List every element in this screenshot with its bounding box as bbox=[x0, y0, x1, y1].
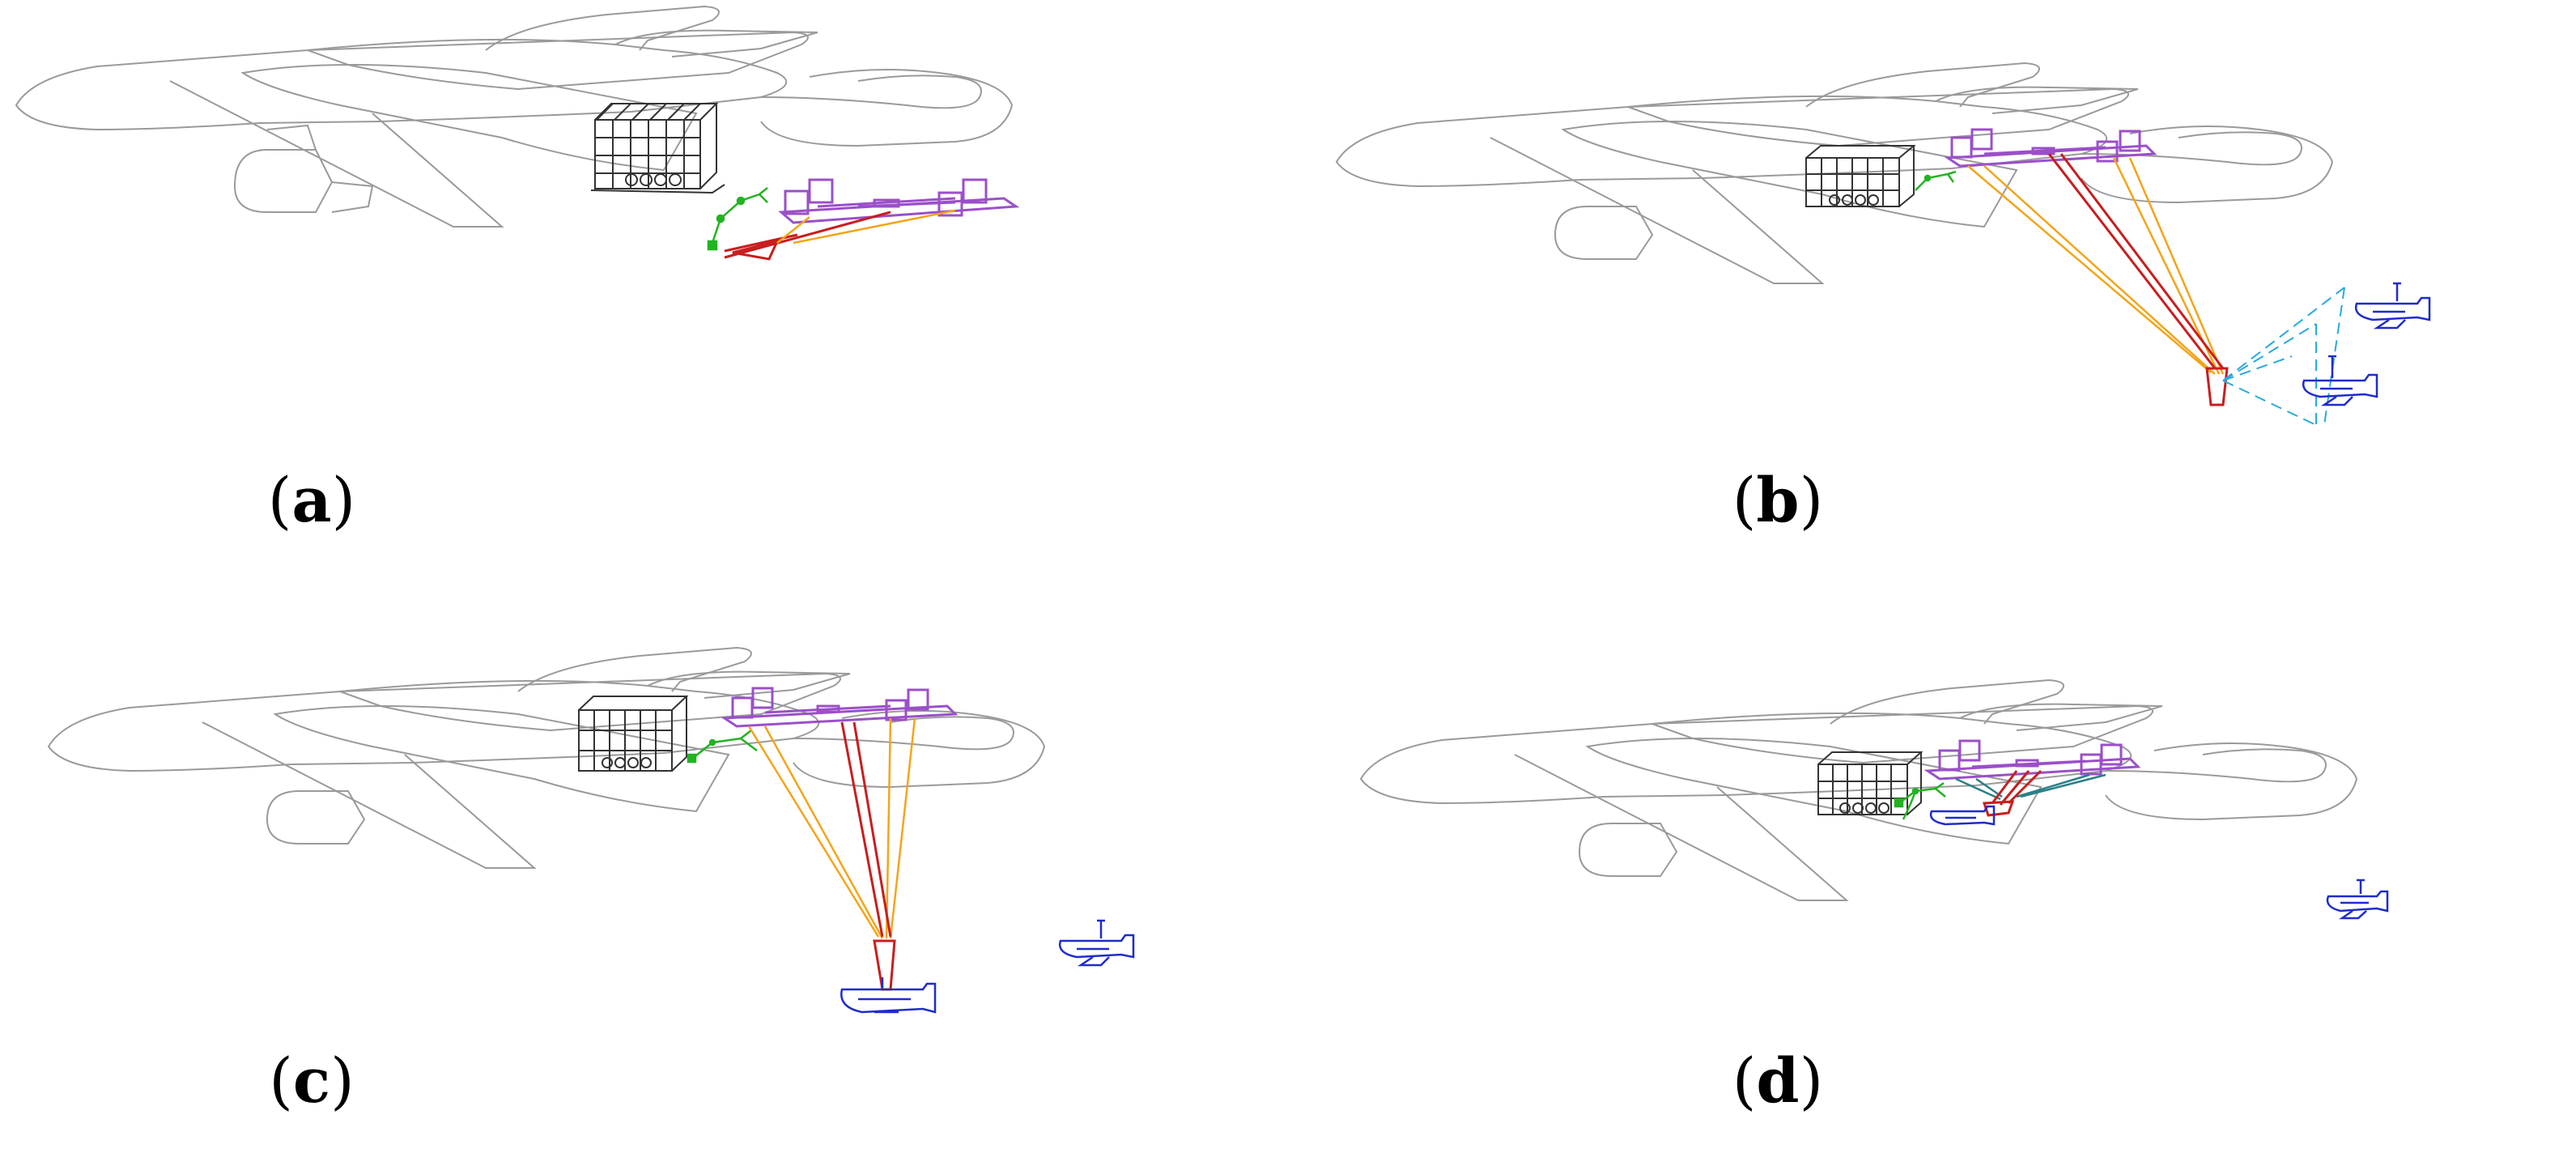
diagram-panel-a bbox=[15, 5, 1020, 261]
uav-docked bbox=[1929, 805, 1996, 826]
extended-boom bbox=[2047, 153, 2229, 406]
rail-platform bbox=[1923, 739, 2141, 781]
panel-c: (c) bbox=[0, 585, 1288, 1169]
uav-target bbox=[2326, 879, 2389, 920]
teal-cables bbox=[1955, 773, 2106, 801]
panel-label: (d) bbox=[1732, 1044, 1824, 1117]
rail-platform bbox=[778, 178, 1020, 224]
robot-arm bbox=[707, 187, 768, 251]
retracted-boom bbox=[1982, 769, 2043, 817]
panel-a: (a) bbox=[0, 0, 1288, 585]
panel-label: (c) bbox=[269, 1044, 355, 1117]
cargo-rack bbox=[578, 696, 689, 772]
rail-platform bbox=[1944, 128, 2157, 168]
uav-target bbox=[1058, 919, 1135, 967]
rail-platform bbox=[721, 687, 959, 728]
panel-label: (b) bbox=[1732, 464, 1824, 536]
uav-target bbox=[2354, 282, 2431, 330]
diagram-panel-b bbox=[1335, 62, 2431, 426]
tether-cables bbox=[776, 209, 956, 245]
aircraft-outline bbox=[1335, 62, 2334, 284]
tether-cables bbox=[1967, 157, 2225, 375]
uav-captured bbox=[840, 977, 937, 1014]
diagram-panel-d bbox=[1359, 679, 2389, 920]
aircraft-outline bbox=[1359, 679, 2358, 901]
robot-arm bbox=[687, 730, 758, 764]
panel-label: (a) bbox=[267, 464, 356, 536]
cargo-rack bbox=[590, 103, 725, 194]
cargo-rack bbox=[1817, 751, 1923, 815]
panel-b: (b) bbox=[1288, 0, 2576, 585]
panel-d: (d) bbox=[1288, 585, 2576, 1169]
diagram-panel-c bbox=[47, 646, 1135, 1014]
extended-boom bbox=[840, 721, 896, 991]
robot-arm bbox=[1894, 781, 1946, 820]
robot-arm bbox=[1915, 170, 1957, 191]
uav-intercept bbox=[2302, 355, 2378, 406]
cargo-rack bbox=[1805, 145, 1916, 207]
aircraft-outline bbox=[47, 646, 1046, 869]
aircraft-outline bbox=[15, 5, 1014, 228]
sensor-cone bbox=[2222, 287, 2345, 426]
tether-cables bbox=[747, 717, 916, 939]
